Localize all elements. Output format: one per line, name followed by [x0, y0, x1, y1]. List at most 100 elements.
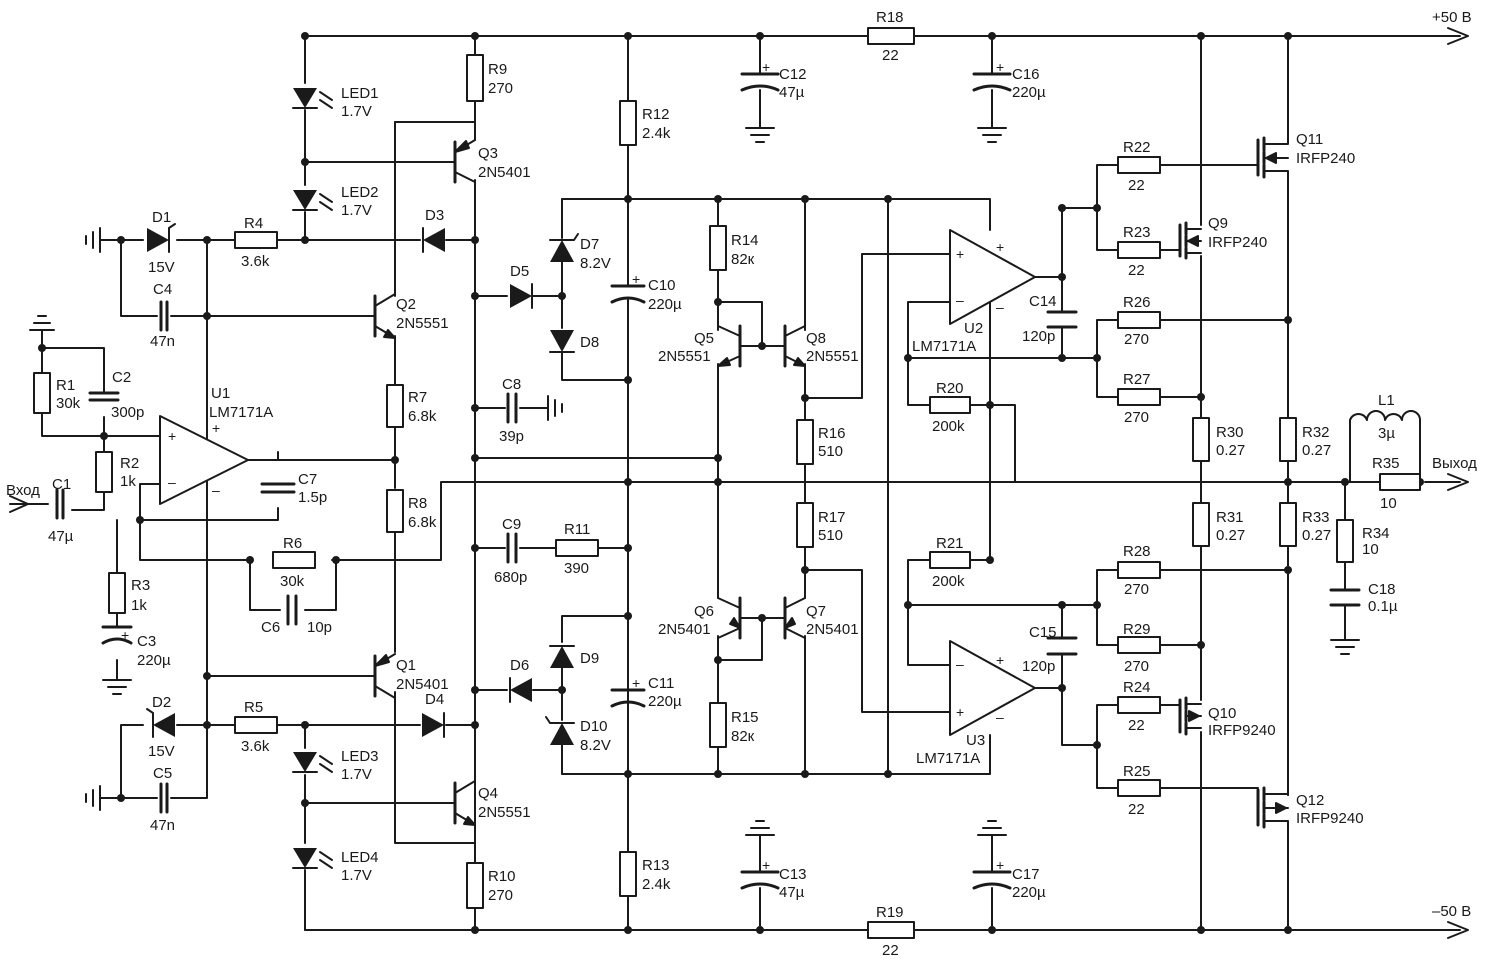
c1-value: 47µ — [48, 528, 74, 545]
r19-ref: R19 — [876, 904, 904, 921]
c17-value: 220µ — [1012, 884, 1046, 901]
q11-value: IRFP240 — [1296, 150, 1355, 167]
c8-ref: C8 — [502, 376, 521, 393]
r33-value: 0.27 — [1302, 527, 1331, 544]
c10-value: 220µ — [648, 296, 682, 313]
d10-ref: D10 — [580, 718, 608, 735]
q10-value: IRFP9240 — [1208, 722, 1276, 739]
c5-value: 47n — [150, 817, 175, 834]
d7-ref: D7 — [580, 236, 599, 253]
d9-ref: D9 — [580, 650, 599, 667]
l1-ref: L1 — [1378, 392, 1395, 409]
q8-value: 2N5551 — [806, 348, 859, 365]
d2-ref: D2 — [152, 694, 171, 711]
svg-text:–: – — [996, 299, 1004, 315]
q7-ref: Q7 — [806, 603, 826, 620]
r29-value: 270 — [1124, 658, 1149, 675]
q5-ref: Q5 — [694, 330, 714, 347]
q2-ref: Q2 — [396, 296, 416, 313]
c9-ref: C9 — [502, 516, 521, 533]
led4-value: 1.7V — [341, 867, 372, 884]
led4-ref: LED4 — [341, 849, 379, 866]
r11-ref: R11 — [564, 521, 590, 538]
r33-ref: R33 — [1302, 509, 1330, 526]
r32-value: 0.27 — [1302, 442, 1331, 459]
resistor-bodies — [33, 27, 1421, 939]
r1-ref: R1 — [56, 377, 75, 394]
r24-value: 22 — [1128, 717, 1145, 734]
r26-value: 270 — [1124, 331, 1149, 348]
r4-value: 3.6k — [241, 253, 270, 270]
r4-ref: R4 — [244, 215, 263, 232]
r22-ref: R22 — [1123, 139, 1151, 156]
r17-value: 510 — [818, 527, 843, 544]
opamp-symbols — [159, 229, 1036, 736]
r6-value: 30k — [280, 573, 305, 590]
electrolytic-curved-plates — [101, 84, 1012, 890]
u1-value: LM7171A — [209, 404, 273, 421]
svg-text:+: + — [956, 704, 964, 720]
q7-value: 2N5401 — [806, 621, 859, 638]
r18-value: 22 — [882, 47, 899, 64]
r23-ref: R23 — [1123, 224, 1151, 241]
c7-ref: C7 — [298, 471, 317, 488]
r8-value: 6.8k — [408, 514, 437, 531]
r10-ref: R10 — [488, 868, 516, 885]
q1-value: 2N5401 — [396, 676, 449, 693]
svg-text:–: – — [168, 474, 176, 490]
r13-value: 2.4k — [642, 876, 671, 893]
l1-value: 3µ — [1378, 425, 1395, 442]
r27-value: 270 — [1124, 409, 1149, 426]
q2-value: 2N5551 — [396, 315, 449, 332]
q8-ref: Q8 — [806, 330, 826, 347]
q10-ref: Q10 — [1208, 705, 1236, 722]
q12-value: IRFP9240 — [1296, 810, 1364, 827]
r9-value: 270 — [488, 80, 513, 97]
q3-ref: Q3 — [478, 145, 498, 162]
svg-text:–: – — [996, 709, 1004, 725]
r2-ref: R2 — [120, 455, 139, 472]
r18-ref: R18 — [876, 9, 904, 26]
d4-ref: D4 — [425, 691, 444, 708]
r1-value: 30k — [56, 395, 81, 412]
r29-ref: R29 — [1123, 621, 1151, 638]
c10-ref: C10 — [648, 277, 676, 294]
svg-text:–: – — [956, 656, 964, 672]
inductor-l1 — [1349, 410, 1421, 421]
r34-value: 10 — [1362, 541, 1379, 558]
q4-value: 2N5551 — [478, 804, 531, 821]
u3-ref: U3 — [966, 732, 985, 749]
d3-ref: D3 — [425, 207, 444, 224]
r31-ref: R31 — [1216, 509, 1244, 526]
q11-ref: Q11 — [1296, 131, 1323, 148]
c4-ref: C4 — [153, 281, 172, 298]
r30-value: 0.27 — [1216, 442, 1245, 459]
r12-ref: R12 — [642, 106, 670, 123]
c13-ref: C13 — [779, 866, 807, 883]
r5-value: 3.6k — [241, 738, 270, 755]
d1-value: 15V — [148, 259, 175, 276]
r8-ref: R8 — [408, 495, 427, 512]
r20-value: 200k — [932, 418, 965, 435]
c12-ref: C12 — [779, 66, 807, 83]
r12-value: 2.4k — [642, 125, 671, 142]
led1-ref: LED1 — [341, 85, 379, 102]
svg-text:+: + — [212, 420, 220, 436]
c3-value: 220µ — [137, 652, 171, 669]
q6-ref: Q6 — [694, 603, 714, 620]
r14-ref: R14 — [731, 232, 759, 249]
c14-value: 120p — [1022, 328, 1055, 345]
c6-ref: C6 — [261, 619, 280, 636]
junctions — [38, 32, 1424, 934]
r32-ref: R32 — [1302, 424, 1330, 441]
wires — [9, 27, 1469, 939]
c15-value: 120p — [1022, 658, 1055, 675]
c2-value: 300p — [111, 404, 144, 421]
q9-ref: Q9 — [1208, 215, 1228, 232]
r15-value: 82к — [731, 728, 755, 745]
svg-text:+: + — [996, 857, 1004, 873]
svg-text:–: – — [956, 292, 964, 308]
r7-value: 6.8k — [408, 408, 437, 425]
d10-value: 8.2V — [580, 737, 611, 754]
c15-ref: C15 — [1029, 624, 1057, 641]
